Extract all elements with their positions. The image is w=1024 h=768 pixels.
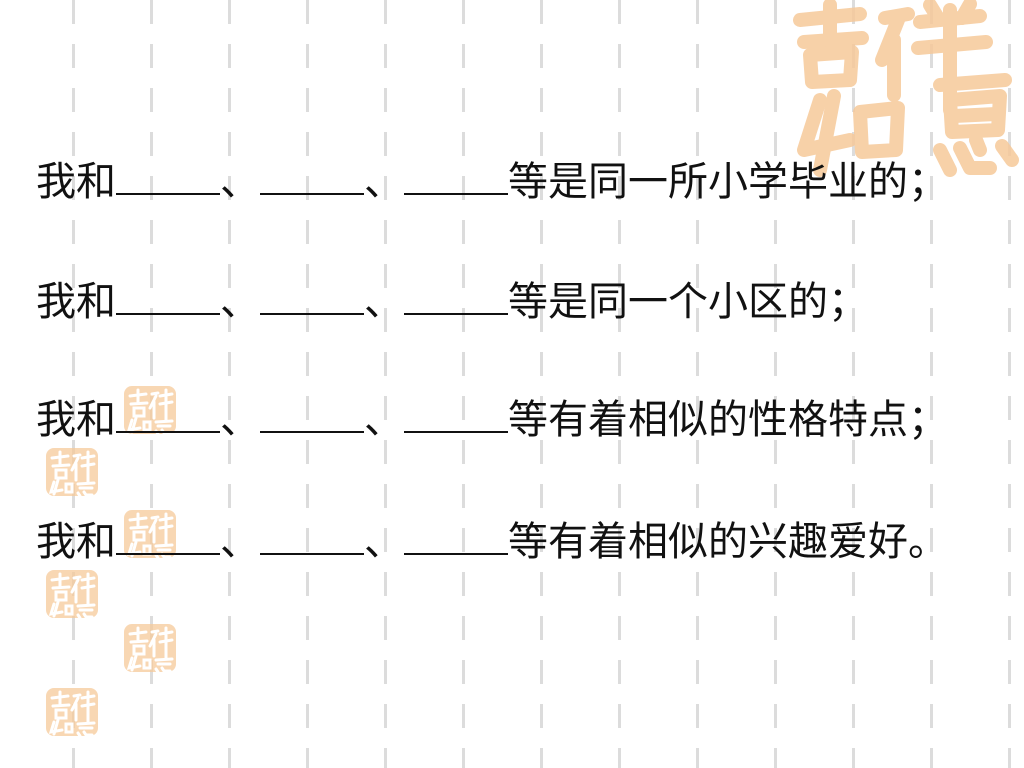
separator: 、 bbox=[364, 159, 404, 205]
line-prefix: 我和 bbox=[36, 159, 116, 205]
separator: 、 bbox=[220, 279, 260, 325]
auspicious-seal-small-logo bbox=[124, 624, 176, 674]
sentence-line-4: 我和 、 、 等有着相似的兴趣爱好。 bbox=[36, 518, 948, 566]
line-suffix: 等是同一个小区的； bbox=[508, 279, 868, 325]
fill-blank[interactable] bbox=[260, 519, 364, 555]
auspicious-seal-small-logo bbox=[46, 448, 98, 498]
fill-blank[interactable] bbox=[260, 159, 364, 195]
separator: 、 bbox=[364, 279, 404, 325]
fill-blank[interactable] bbox=[116, 279, 220, 315]
separator: 、 bbox=[364, 397, 404, 443]
fill-blank[interactable] bbox=[404, 159, 508, 195]
line-suffix: 等是同一所小学毕业的； bbox=[508, 159, 948, 205]
fill-blank[interactable] bbox=[116, 159, 220, 195]
fill-blank[interactable] bbox=[260, 279, 364, 315]
fill-blank[interactable] bbox=[116, 397, 220, 433]
fill-blank[interactable] bbox=[404, 279, 508, 315]
line-prefix: 我和 bbox=[36, 397, 116, 443]
auspicious-seal-small-logo bbox=[46, 688, 98, 738]
fill-blank[interactable] bbox=[404, 397, 508, 433]
line-suffix: 等有着相似的兴趣爱好。 bbox=[508, 519, 948, 565]
auspicious-seal-small-logo bbox=[46, 570, 98, 620]
sentence-line-3: 我和 、 、 等有着相似的性格特点； bbox=[36, 396, 948, 444]
fill-blank[interactable] bbox=[260, 397, 364, 433]
line-prefix: 我和 bbox=[36, 519, 116, 565]
sentence-line-1: 我和 、 、 等是同一所小学毕业的； bbox=[36, 158, 948, 206]
separator: 、 bbox=[220, 519, 260, 565]
line-suffix: 等有着相似的性格特点； bbox=[508, 397, 948, 443]
line-prefix: 我和 bbox=[36, 279, 116, 325]
separator: 、 bbox=[220, 397, 260, 443]
separator: 、 bbox=[364, 519, 404, 565]
sentence-line-2: 我和 、 、 等是同一个小区的； bbox=[36, 278, 868, 326]
fill-blank[interactable] bbox=[116, 519, 220, 555]
separator: 、 bbox=[220, 159, 260, 205]
fill-blank[interactable] bbox=[404, 519, 508, 555]
